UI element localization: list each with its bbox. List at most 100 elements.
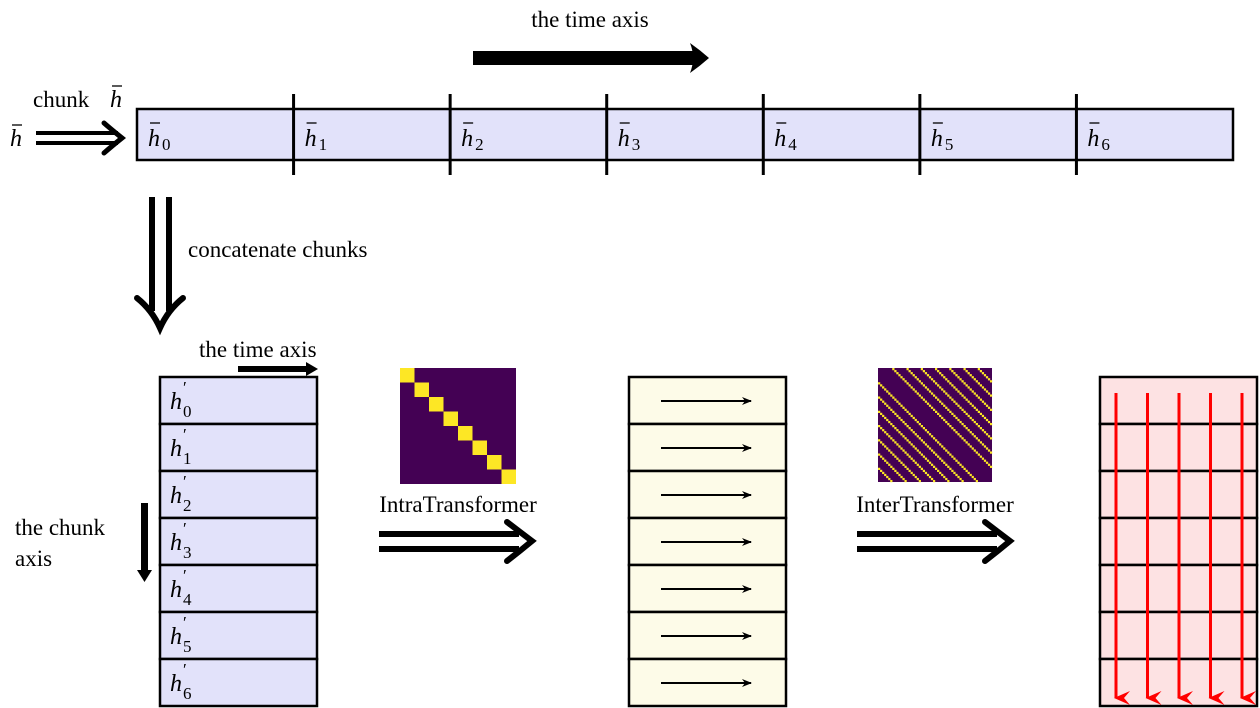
matrix-cell — [971, 447, 974, 450]
svg-text:0: 0 — [183, 402, 192, 421]
matrix-cell — [910, 414, 913, 418]
svg-text:chunk: chunk — [33, 87, 90, 112]
chunk-double-arrow — [36, 120, 127, 156]
chunk-stack: h′0h′1h′2h′3h′4h′5h′6 — [158, 375, 319, 708]
matrix-cell — [941, 459, 944, 462]
matrix-cell — [892, 368, 895, 371]
svg-text:4: 4 — [788, 135, 797, 154]
stack-row-1: h′1 — [158, 422, 319, 473]
matrix-cell — [951, 412, 954, 416]
matrix-cell — [951, 384, 954, 387]
chunk-axis-arrow — [137, 503, 152, 582]
matrix-cell — [937, 398, 940, 401]
matrix-cell — [926, 431, 930, 434]
matrix-cell — [939, 414, 942, 418]
matrix-cell — [947, 451, 950, 454]
matrix-cell — [953, 372, 956, 375]
matrix-cell — [916, 463, 919, 466]
matrix-cell — [898, 416, 901, 420]
matrix-cell — [908, 370, 911, 373]
intra-transformer-label: IntraTransformer — [379, 492, 537, 517]
matrix-cell — [965, 384, 968, 387]
matrix-cell — [916, 420, 919, 424]
svg-text:′: ′ — [183, 660, 187, 679]
matrix-cell — [908, 441, 911, 444]
matrix-cell — [965, 398, 968, 401]
matrix-cell — [945, 406, 948, 409]
matrix-cell — [947, 394, 950, 397]
matrix-cell — [884, 459, 887, 462]
matrix-cell — [896, 372, 899, 375]
matrix-cell — [902, 378, 905, 381]
matrix-cell — [977, 396, 980, 399]
svg-text:2: 2 — [475, 135, 484, 154]
matrix-cell — [953, 414, 956, 418]
matrix-cell — [880, 469, 883, 473]
inter-output-stack — [1098, 375, 1259, 708]
matrix-cell — [912, 416, 915, 420]
matrix-cell — [932, 465, 936, 468]
matrix-cell — [884, 402, 887, 405]
matrix-cell — [932, 451, 936, 454]
matrix-cell — [963, 439, 966, 442]
matrix-cell — [945, 392, 948, 395]
svg-text:h: h — [618, 126, 630, 152]
svg-text:h: h — [774, 126, 786, 152]
matrix-cell — [928, 461, 932, 464]
intra-output-row-6 — [627, 657, 788, 708]
matrix-cell — [896, 471, 899, 475]
matrix-cell — [902, 477, 905, 481]
matrix-cell — [947, 408, 950, 411]
stack-row-6: h′6 — [158, 657, 319, 708]
matrix-cell — [967, 471, 970, 475]
matrix-cell — [981, 429, 985, 432]
matrix-cell — [935, 467, 938, 470]
top-time-axis-label: the time axis — [531, 7, 649, 32]
matrix-cell — [924, 443, 928, 446]
matrix-cell — [959, 392, 962, 395]
matrix-cell — [945, 420, 948, 424]
matrix-cell — [910, 443, 913, 446]
matrix-cell — [935, 368, 938, 371]
matrix-cell — [957, 404, 960, 407]
matrix-cell — [414, 382, 429, 397]
svg-text:4: 4 — [183, 590, 192, 609]
svg-text:′: ′ — [183, 566, 187, 585]
matrix-cell — [957, 475, 960, 479]
intra-output-row-0 — [627, 375, 788, 426]
matrix-cell — [922, 398, 926, 401]
matrix-cell — [910, 386, 913, 389]
matrix-cell — [914, 390, 917, 393]
matrix-cell — [939, 372, 942, 375]
matrix-cell — [882, 429, 885, 432]
matrix-cell — [953, 429, 956, 432]
matrix-cell — [977, 368, 980, 371]
matrix-cell — [937, 370, 940, 373]
matrix-cell — [985, 447, 989, 450]
matrix-cell — [963, 410, 966, 413]
matrix-cell — [949, 396, 952, 399]
matrix-cell — [983, 459, 987, 462]
matrix-cell — [945, 378, 948, 381]
matrix-cell — [892, 410, 895, 413]
svg-text:h: h — [1087, 126, 1099, 152]
matrix-cell — [937, 469, 940, 473]
matrix-cell — [979, 455, 983, 458]
matrix-cell — [989, 451, 993, 454]
matrix-cell — [894, 455, 897, 458]
matrix-cell — [949, 382, 952, 385]
matrix-cell — [926, 459, 930, 462]
matrix-cell — [957, 390, 960, 393]
matrix-cell — [939, 386, 942, 389]
intra-output-stack — [627, 375, 788, 708]
matrix-cell — [922, 427, 926, 430]
matrix-cell — [882, 414, 885, 418]
matrix-cell — [975, 380, 978, 383]
matrix-cell — [987, 378, 991, 381]
matrix-cell — [957, 376, 960, 379]
matrix-cell — [971, 376, 974, 379]
matrix-cell — [922, 455, 926, 458]
matrix-cell — [914, 447, 917, 450]
matrix-cell — [928, 376, 932, 379]
matrix-cell — [882, 386, 885, 389]
